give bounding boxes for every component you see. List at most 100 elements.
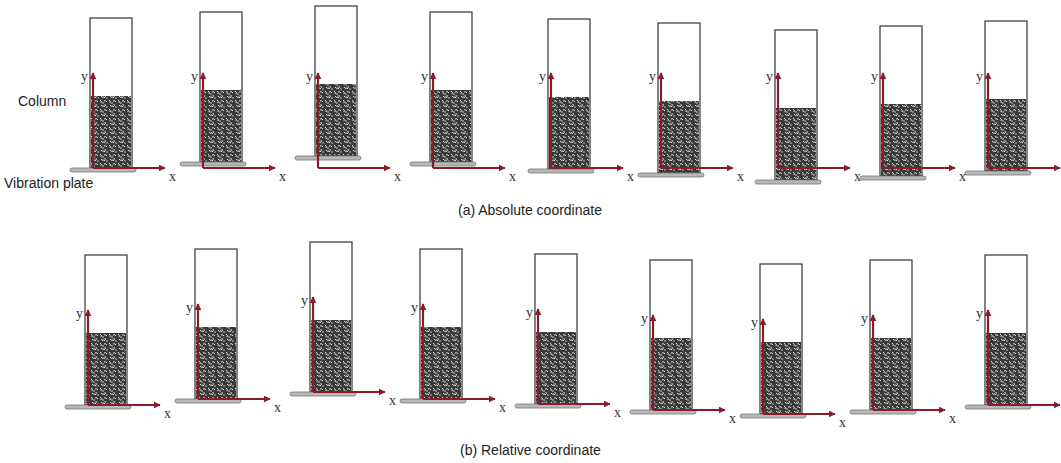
y-axis-arrow xyxy=(202,73,204,168)
x-axis-arrow xyxy=(423,398,495,400)
y-axis-arrow xyxy=(550,73,552,168)
axis-label: y xyxy=(81,70,88,84)
axis-label: y xyxy=(751,316,758,330)
granular-bed xyxy=(91,96,131,168)
axis-label: x xyxy=(164,407,171,421)
granular-bed xyxy=(986,333,1026,405)
x-axis-arrow xyxy=(873,409,945,411)
column-assembly xyxy=(175,249,270,403)
granular-bed xyxy=(651,338,691,410)
axis-label: x xyxy=(839,416,846,430)
granular-bed xyxy=(761,342,801,414)
axis-label: x xyxy=(854,170,861,184)
vibration-plate xyxy=(860,176,926,180)
axis-label: y xyxy=(191,70,198,84)
column-assembly xyxy=(65,255,160,409)
column-assembly xyxy=(410,12,505,168)
axis-label: y xyxy=(976,70,983,84)
x-axis-arrow xyxy=(93,167,165,169)
column-tube xyxy=(430,12,472,162)
y-axis-arrow xyxy=(317,73,319,168)
column-tube xyxy=(90,18,132,168)
axis-label: y xyxy=(306,70,313,84)
column-assembly xyxy=(740,264,835,418)
column-tube xyxy=(195,249,237,399)
axis-label: x xyxy=(614,406,621,420)
column-assembly xyxy=(638,23,733,177)
y-axis-arrow xyxy=(197,304,199,399)
granular-bed xyxy=(986,99,1026,171)
y-axis-arrow xyxy=(432,73,434,168)
column-tube xyxy=(310,242,352,392)
x-axis-arrow xyxy=(988,404,1060,406)
column-tube xyxy=(548,19,590,169)
y-axis-arrow xyxy=(777,73,779,168)
axis-label: y xyxy=(766,70,773,84)
axis-label: y xyxy=(861,312,868,326)
granular-bed xyxy=(549,97,589,169)
granular-bed xyxy=(871,338,911,410)
x-axis-arrow xyxy=(313,391,385,393)
axis-label: y xyxy=(301,294,308,308)
axis-label: y xyxy=(421,70,428,84)
vibration-plate xyxy=(755,180,821,184)
axis-label: x xyxy=(499,401,506,415)
column-assembly xyxy=(180,12,275,168)
axis-label: y xyxy=(186,301,193,315)
column-tube xyxy=(535,254,577,404)
axis-label: x xyxy=(959,170,966,184)
column-assembly xyxy=(630,260,725,414)
column-assembly xyxy=(860,26,955,180)
granular-bed xyxy=(881,104,921,176)
column-assembly xyxy=(295,6,390,168)
column-assembly xyxy=(528,19,623,173)
granular-bed xyxy=(316,84,356,156)
column-assembly xyxy=(755,30,850,184)
x-axis-arrow xyxy=(661,167,733,169)
axis-label: y xyxy=(976,307,983,321)
y-axis-arrow xyxy=(92,73,94,168)
axis-label: x xyxy=(394,170,401,184)
axis-label: y xyxy=(539,70,546,84)
column-assembly xyxy=(850,260,945,414)
column-assembly xyxy=(400,249,495,403)
axis-label: y xyxy=(649,70,656,84)
y-axis-arrow xyxy=(652,315,654,410)
granular-bed xyxy=(421,327,461,399)
granular-bed xyxy=(536,332,576,404)
x-axis-arrow xyxy=(988,167,1060,169)
column-assembly xyxy=(70,18,165,172)
y-axis-arrow xyxy=(762,319,764,414)
y-axis-arrow xyxy=(987,310,989,405)
y-axis-arrow xyxy=(987,73,989,168)
x-axis-arrow xyxy=(203,167,275,169)
y-axis-arrow xyxy=(872,315,874,410)
x-axis-arrow xyxy=(88,404,160,406)
axis-label: x xyxy=(274,401,281,415)
y-axis-arrow xyxy=(312,297,314,392)
column-tube xyxy=(870,260,912,410)
x-axis-arrow xyxy=(778,167,850,169)
y-axis-arrow xyxy=(660,73,662,168)
column-assembly xyxy=(965,21,1060,175)
vibration-plate xyxy=(965,171,1031,175)
y-axis-arrow xyxy=(87,310,89,405)
column-tube xyxy=(985,21,1027,171)
part-label: Vibration plate xyxy=(4,176,93,190)
part-label: Column xyxy=(18,94,66,108)
axis-label: y xyxy=(526,306,533,320)
x-axis-arrow xyxy=(653,409,725,411)
vibration-plate xyxy=(638,173,704,177)
x-axis-arrow xyxy=(763,413,835,415)
subfigure-caption: (a) Absolute coordinate xyxy=(458,203,602,217)
column-assembly xyxy=(515,254,610,408)
granular-bed xyxy=(659,101,699,173)
subfigure-caption: (b) Relative coordinate xyxy=(460,443,601,457)
granular-bed xyxy=(86,333,126,405)
y-axis-arrow xyxy=(882,73,884,168)
column-tube xyxy=(420,249,462,399)
axis-label: x xyxy=(729,412,736,426)
granular-bed xyxy=(776,108,816,180)
column-tube xyxy=(315,6,357,156)
